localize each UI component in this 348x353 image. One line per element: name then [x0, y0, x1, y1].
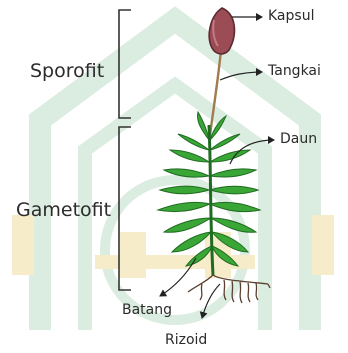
- batang-label: Batang: [122, 303, 172, 317]
- kapsul-label: Kapsul: [268, 9, 314, 23]
- tangkai-label: Tangkai: [268, 64, 321, 78]
- sporofit-label: Sporofit: [30, 62, 104, 81]
- daun-label: Daun: [280, 132, 317, 146]
- rizoid-label: Rizoid: [165, 333, 207, 347]
- gametofit-label: Gametofit: [16, 201, 111, 220]
